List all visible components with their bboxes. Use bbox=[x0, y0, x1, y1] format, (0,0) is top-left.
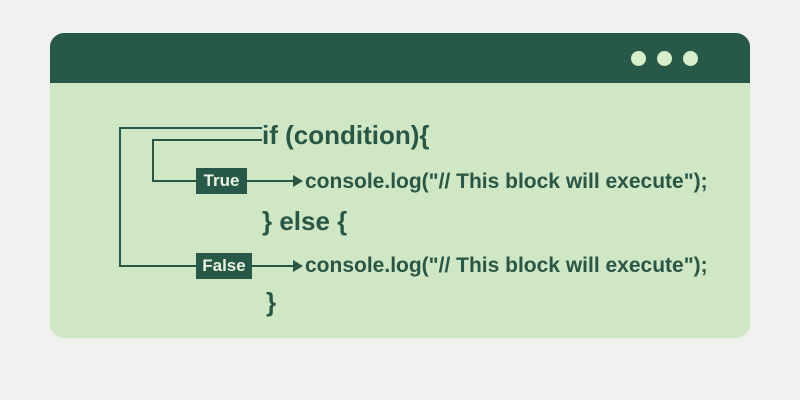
code-line-false-statement: console.log("// This block will execute"… bbox=[305, 254, 708, 277]
false-branch-bottom-horizontal-line bbox=[119, 265, 196, 267]
false-branch-top-horizontal-line bbox=[119, 127, 262, 129]
window-control-dot-icon bbox=[683, 50, 698, 66]
true-arrowhead-icon bbox=[293, 175, 303, 187]
window-control-dot-icon bbox=[631, 50, 646, 66]
true-branch-vertical-line bbox=[152, 139, 154, 182]
false-arrow-line bbox=[252, 265, 293, 267]
true-branch-top-horizontal-line bbox=[152, 139, 262, 141]
diagram-canvas: True False if (condition){ console.log("… bbox=[50, 83, 750, 338]
code-line-closing-brace: } bbox=[266, 287, 277, 317]
true-branch-bottom-horizontal-line bbox=[152, 180, 196, 182]
window-control-dot-icon bbox=[657, 50, 672, 66]
false-arrowhead-icon bbox=[293, 260, 303, 272]
true-arrow-line bbox=[247, 180, 293, 182]
code-line-true-statement: console.log("// This block will execute"… bbox=[305, 170, 708, 193]
mock-browser-window: True False if (condition){ console.log("… bbox=[50, 33, 750, 338]
false-branch-vertical-line bbox=[119, 127, 121, 267]
false-label-badge: False bbox=[196, 253, 252, 279]
code-line-else: } else { bbox=[262, 206, 348, 236]
true-label-badge: True bbox=[196, 168, 247, 194]
window-titlebar bbox=[50, 33, 750, 83]
code-line-if: if (condition){ bbox=[262, 120, 430, 150]
